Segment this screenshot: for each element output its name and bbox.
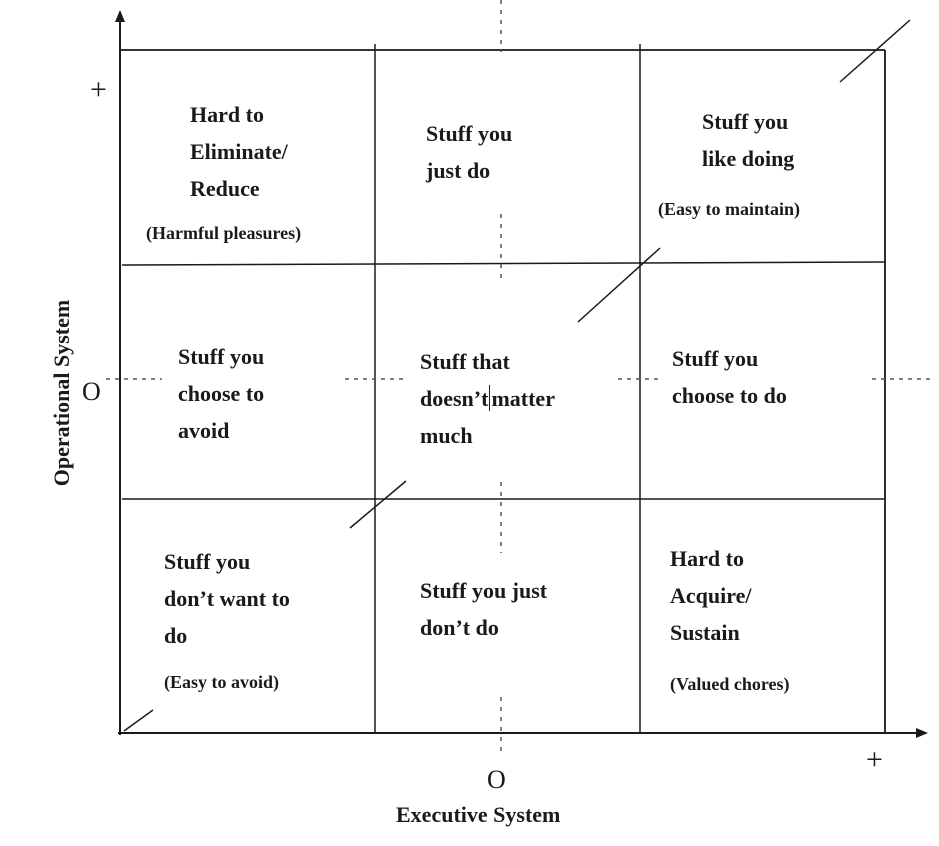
x-axis-title: Executive System	[396, 802, 561, 827]
cell-top-left-line-1: Hard to	[190, 102, 264, 127]
cell-bottom-left-note: (Easy to avoid)	[164, 672, 280, 692]
y-axis-plus-sign: +	[90, 73, 107, 106]
cell-bottom-right: Hard to Acquire/ Sustain	[670, 540, 751, 651]
cell-middle-right-line-2: choose to do	[672, 383, 787, 408]
cell-bottom-left: Stuff you don’t want to do	[164, 543, 290, 654]
cell-bottom-right-note: (Valued chores)	[670, 674, 790, 694]
cell-center-line-2-before: doesn’t	[420, 386, 489, 411]
cell-top-right-note: (Easy to maintain)	[658, 199, 801, 219]
cell-top-left: Hard to Eliminate/ Reduce	[190, 96, 288, 207]
x-axis-origin-label: O	[487, 765, 506, 794]
cell-bottom-middle-line-1: Stuff you just	[420, 578, 548, 603]
cell-top-right-line-1: Stuff you	[702, 109, 789, 134]
cell-bottom-middle-line-2: don’t do	[420, 615, 499, 640]
cell-bottom-right-line-2: Acquire/	[670, 583, 752, 608]
cell-top-middle-line-2: just do	[426, 158, 491, 183]
diagonal-segment-upper-middle	[577, 247, 661, 323]
cell-center-line-3: much	[420, 423, 473, 448]
cell-top-middle: Stuff you just do	[426, 115, 512, 189]
cell-top-left-line-2: Eliminate/	[190, 139, 288, 164]
cell-top-right-line-2: like doing	[702, 146, 795, 171]
cell-top-middle-line-1: Stuff you	[426, 121, 513, 146]
cell-bottom-left-line-3: do	[164, 623, 188, 648]
cell-bottom-right-line-3: Sustain	[670, 620, 740, 645]
diagonal-segment-bottom-left	[123, 709, 154, 732]
cell-center-line-2-after: matter	[491, 386, 555, 411]
cell-top-right: Stuff you like doing	[702, 103, 794, 177]
cell-bottom-left-line-2: don’t want to	[164, 586, 290, 611]
grid-row-line-1	[121, 261, 886, 266]
y-axis-origin-label: O	[82, 377, 101, 406]
x-axis-plus-sign: +	[866, 743, 883, 776]
text-cursor-mark	[489, 385, 491, 411]
cell-middle-left-line-2: choose to	[178, 381, 265, 406]
cell-top-left-line-3: Reduce	[190, 176, 260, 201]
cell-bottom-right-line-1: Hard to	[670, 546, 744, 571]
cell-middle-left-line-1: Stuff you	[178, 344, 265, 369]
y-axis-title: Operational System	[49, 299, 74, 487]
cell-middle-left: Stuff you choose to avoid	[178, 338, 264, 449]
diagonal-segment-lower-middle	[349, 480, 407, 529]
cell-middle-right-line-1: Stuff you	[672, 346, 759, 371]
cell-bottom-middle: Stuff you just don’t do	[420, 572, 547, 646]
cell-top-left-note: (Harmful pleasures)	[146, 223, 302, 243]
diagonal-segment-top-right	[839, 19, 911, 83]
cell-middle-right: Stuff you choose to do	[672, 340, 787, 414]
cell-bottom-left-line-1: Stuff you	[164, 549, 251, 574]
cell-middle-left-line-3: avoid	[178, 418, 230, 443]
cell-center-line-1: Stuff that	[420, 349, 510, 374]
